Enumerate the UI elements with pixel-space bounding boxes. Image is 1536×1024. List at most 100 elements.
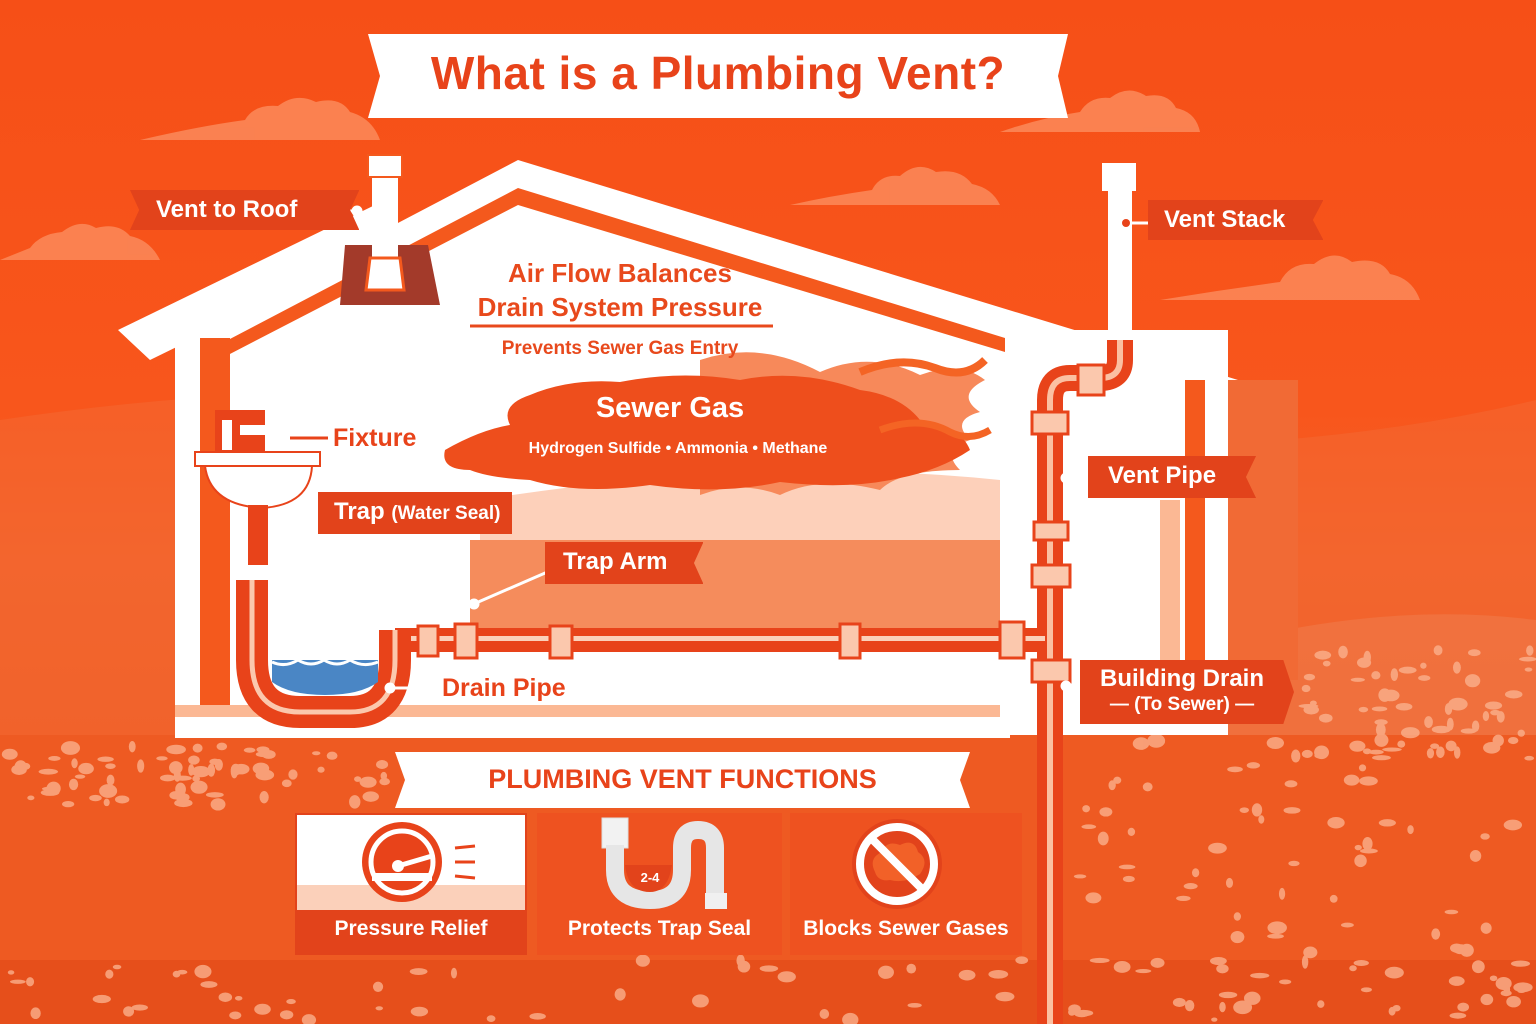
wall-frame-left xyxy=(200,338,230,728)
roof-vent xyxy=(340,154,440,305)
gravel-speck xyxy=(192,743,203,753)
gravel-speck xyxy=(71,758,78,769)
gravel-speck xyxy=(1444,909,1459,915)
gravel-speck xyxy=(777,971,796,983)
vent-coupling xyxy=(1032,520,1070,542)
gravel-speck xyxy=(375,1006,383,1011)
gravel-speck xyxy=(1517,729,1525,737)
gravel-speck xyxy=(1314,752,1327,759)
gravel-speck xyxy=(1390,668,1399,681)
functions-heading: PLUMBING VENT FUNCTIONS xyxy=(488,764,877,794)
gravel-speck xyxy=(1338,645,1348,659)
vent-coupling xyxy=(1030,410,1070,436)
gravel-speck xyxy=(1258,815,1265,824)
gravel-speck xyxy=(1132,737,1150,750)
gravel-speck xyxy=(1382,747,1402,752)
gravel-speck xyxy=(1301,684,1311,693)
gravel-speck xyxy=(1209,956,1227,966)
gravel-speck xyxy=(842,1012,859,1024)
gravel-speck xyxy=(1172,997,1186,1008)
gravel-speck xyxy=(1113,776,1122,784)
gravel-speck xyxy=(1291,749,1301,763)
cloud-right xyxy=(1160,255,1420,300)
gravel-speck xyxy=(254,1003,271,1015)
gravel-speck xyxy=(312,751,321,756)
cloud-far-left xyxy=(0,223,160,260)
gravel-speck xyxy=(1378,819,1396,827)
gravel-speck xyxy=(1436,746,1445,759)
water-seal xyxy=(272,660,378,695)
gravel-speck xyxy=(1099,807,1113,817)
gravel-speck xyxy=(1359,776,1378,786)
gravel-speck xyxy=(1284,780,1298,788)
water-surface xyxy=(271,658,379,667)
label-fixture: Fixture xyxy=(333,424,417,452)
label-text: Vent Stack xyxy=(1164,206,1286,233)
gravel-speck xyxy=(112,964,122,970)
gravel-speck xyxy=(1225,877,1234,888)
gravel-speck xyxy=(1457,1002,1470,1012)
gravel xyxy=(1,645,1536,1024)
gravel-speck xyxy=(1375,722,1386,737)
card-label: Pressure Relief xyxy=(334,917,488,940)
gravel-speck xyxy=(30,1007,41,1020)
gravel-speck xyxy=(9,979,26,984)
gravel-speck xyxy=(1524,755,1535,761)
vent-coupling xyxy=(1030,563,1072,589)
gravel-speck xyxy=(1176,895,1191,901)
gravel-speck xyxy=(692,994,709,1008)
lower-basin xyxy=(310,567,455,615)
airflow-heading: Air Flow Balances Drain System Pressure xyxy=(455,256,785,324)
gravel-speck xyxy=(1183,883,1198,890)
gravel-speck xyxy=(1251,803,1263,817)
gravel-speck xyxy=(166,744,186,755)
function-cards-graphics: 2-4 xyxy=(295,813,1022,955)
gravel-speck xyxy=(169,761,183,775)
gravel-speck xyxy=(99,784,118,798)
label-text: Trap xyxy=(334,498,385,525)
no-gas-icon xyxy=(852,819,942,909)
gravel-speck xyxy=(1343,774,1360,786)
label-vent-to-roof: Vent to Roof xyxy=(130,190,360,230)
gravel-speck xyxy=(1278,887,1286,900)
label-text: Building Drain xyxy=(1100,665,1264,692)
gravel-speck xyxy=(1147,733,1166,748)
gravel-speck xyxy=(230,764,238,779)
gravel-speck xyxy=(1433,645,1443,656)
gravel-speck xyxy=(1122,875,1135,883)
airflow-subtitle: Prevents Sewer Gas Entry xyxy=(501,338,739,359)
gravel-speck xyxy=(1453,944,1469,955)
gravel-speck xyxy=(1397,740,1406,748)
gravel-speck xyxy=(1150,957,1165,968)
p-trap-icon: 2-4 xyxy=(601,817,727,910)
gravel-speck xyxy=(48,755,61,761)
gravel-speck xyxy=(1317,1000,1325,1008)
gravel-speck xyxy=(243,747,256,753)
gravel-speck xyxy=(105,969,114,979)
gravel-speck xyxy=(1398,666,1417,674)
gravel-speck xyxy=(89,794,102,802)
gravel-speck xyxy=(281,779,292,788)
gas-wisp xyxy=(878,419,992,440)
gravel-speck xyxy=(63,745,72,750)
gravel-speck xyxy=(1288,860,1300,867)
gravel-speck xyxy=(1504,690,1523,699)
gravel-speck xyxy=(1358,706,1369,713)
label-text: Vent to Roof xyxy=(156,196,298,223)
gravel-speck xyxy=(1218,991,1238,999)
label-trap-depth: 2-4” xyxy=(298,624,337,646)
pressure-gauge-icon xyxy=(362,822,476,902)
gravel-speck xyxy=(1480,993,1494,1006)
gravel-speck xyxy=(907,1002,922,1008)
gravel-speck xyxy=(1471,720,1480,732)
gravel-speck xyxy=(159,774,176,782)
gravel-speck xyxy=(1371,671,1381,680)
gravel-speck xyxy=(301,1014,317,1024)
gravel-speck xyxy=(450,967,458,979)
gravel-speck xyxy=(1118,864,1136,870)
gravel-speck xyxy=(759,965,779,972)
gravel-speck xyxy=(1460,728,1477,734)
gravel-speck xyxy=(288,769,298,780)
gravel-speck xyxy=(1358,764,1367,772)
label-text: Trap Arm xyxy=(563,548,668,575)
